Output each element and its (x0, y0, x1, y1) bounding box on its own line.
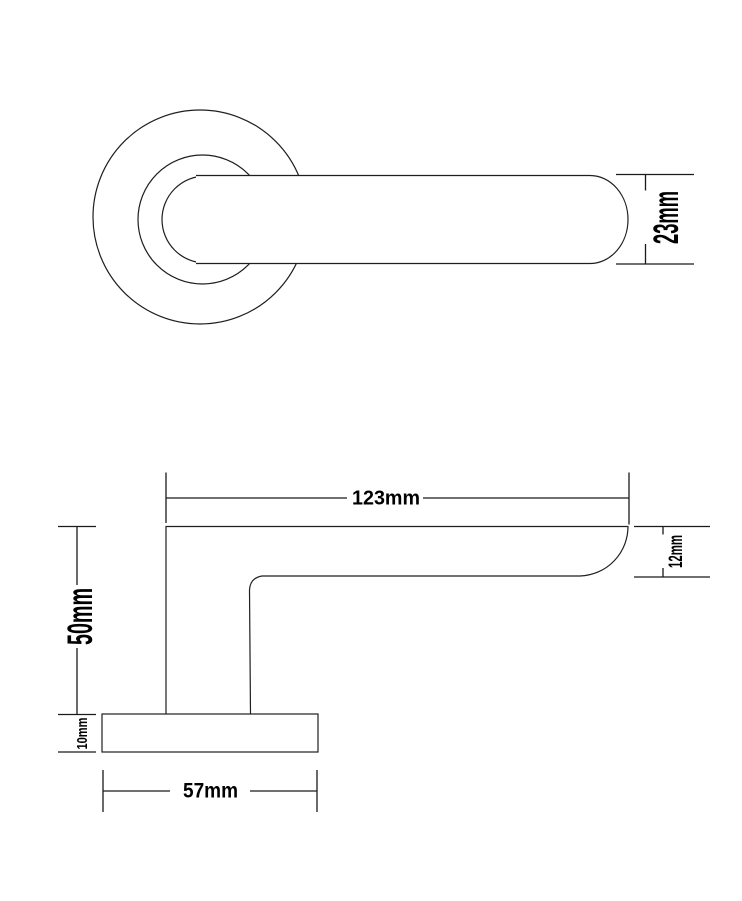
dimension-50mm-label: 50mm (61, 588, 100, 645)
dimension-23mm-label: 23mm (647, 191, 686, 244)
lever-bar-outline (196, 174, 629, 265)
dimension-10mm-label: 10mm (75, 718, 91, 750)
dimension-10mm: 10mm (58, 718, 96, 753)
dimension-23mm: 23mm (616, 173, 694, 265)
dimension-57mm-label: 57mm (183, 780, 238, 803)
handle-profile-outline (165, 525, 629, 715)
dimension-123mm-label: 123mm (352, 488, 420, 510)
lever-bar-fill (196, 175, 628, 264)
dimension-12mm: 12mm (634, 525, 710, 578)
dimension-12mm-label: 12mm (666, 535, 687, 568)
side-view: 123mm 12mm 50mm 10mm (58, 472, 710, 812)
dimension-57mm: 57mm (102, 770, 318, 812)
front-view: 23mm (92, 109, 694, 325)
rose-base-rect (101, 713, 319, 753)
dimension-123mm: 123mm (165, 472, 630, 525)
dimension-50mm: 50mm (58, 525, 100, 716)
